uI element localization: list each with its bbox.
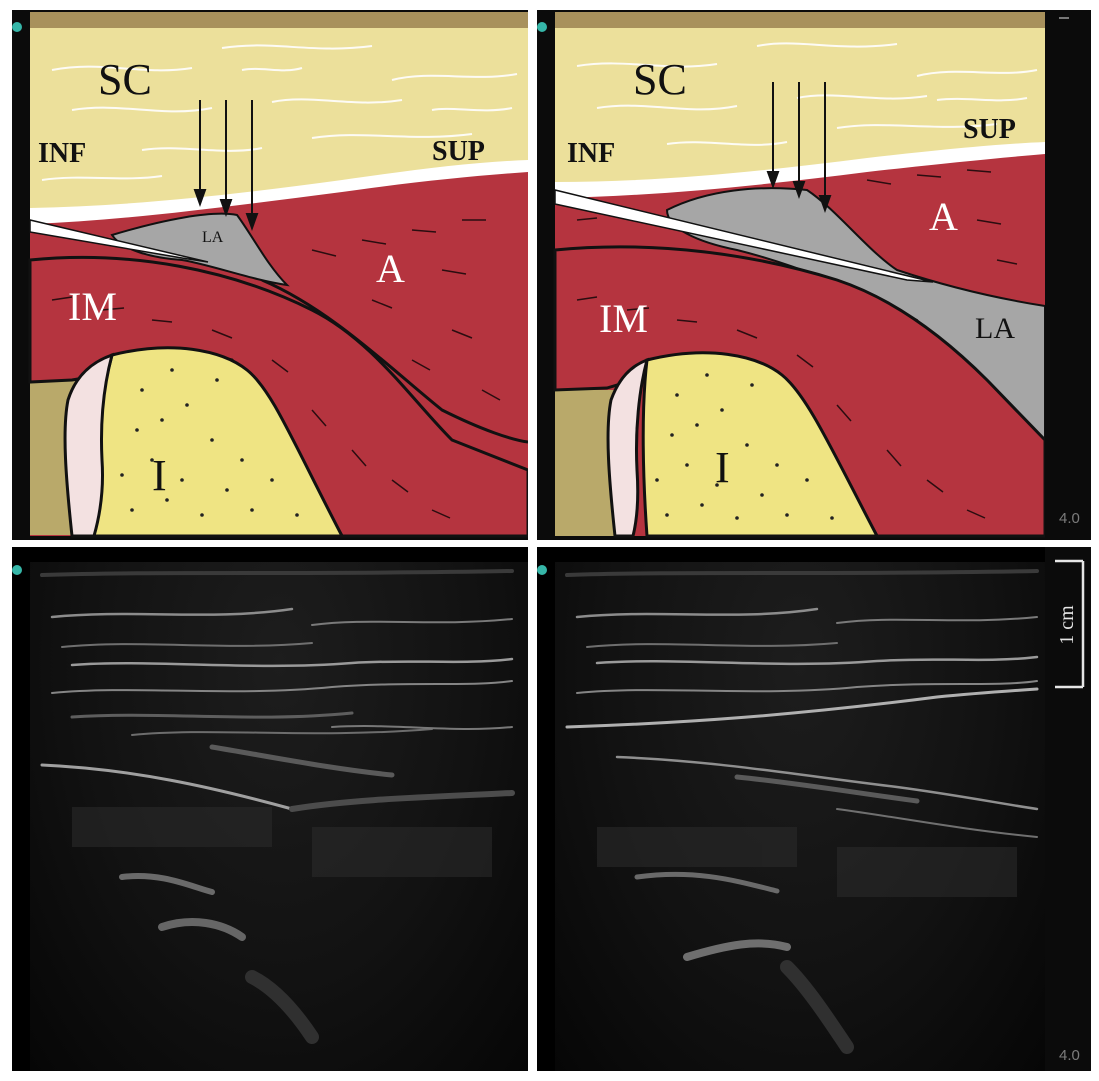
label-a: A — [929, 194, 958, 239]
label-i: I — [715, 443, 730, 492]
label-im: IM — [599, 296, 648, 341]
label-sup: SUP — [432, 136, 485, 167]
label-i: I — [152, 451, 167, 500]
probe-orientation-marker — [537, 22, 547, 32]
label-sup: SUP — [963, 114, 1016, 145]
label-im: IM — [68, 284, 117, 329]
illustration-panel-before: SC INF SUP IM A I LA — [12, 10, 528, 540]
label-a: A — [376, 246, 405, 291]
label-inf: INF — [38, 138, 86, 169]
depth-readout: 4.0 — [1059, 1047, 1080, 1064]
label-sc: SC — [633, 55, 687, 104]
label-inf: INF — [567, 138, 615, 169]
anatomy-illustration-right: SC INF SUP IM A I LA — [537, 10, 1091, 540]
illustration-panel-after: SC INF SUP IM A I LA 4.0 — [537, 10, 1091, 540]
ultrasound-image-left — [12, 547, 528, 1071]
ultrasound-panel-before — [12, 547, 528, 1071]
probe-orientation-marker — [12, 22, 22, 32]
depth-readout: 4.0 — [1059, 510, 1080, 527]
label-la: LA — [975, 312, 1015, 345]
ultrasound-image-right: 1 cm — [537, 547, 1091, 1071]
skin-layer — [30, 12, 528, 28]
ultrasound-panel-after: 1 cm 4.0 — [537, 547, 1091, 1071]
label-sc: SC — [98, 55, 152, 104]
skin-layer — [555, 12, 1045, 28]
scale-bar-label: 1 cm — [1056, 605, 1078, 645]
label-la: LA — [202, 229, 224, 246]
probe-orientation-marker — [537, 565, 547, 575]
anatomy-illustration-left: SC INF SUP IM A I LA — [12, 10, 528, 540]
probe-orientation-marker — [12, 565, 22, 575]
